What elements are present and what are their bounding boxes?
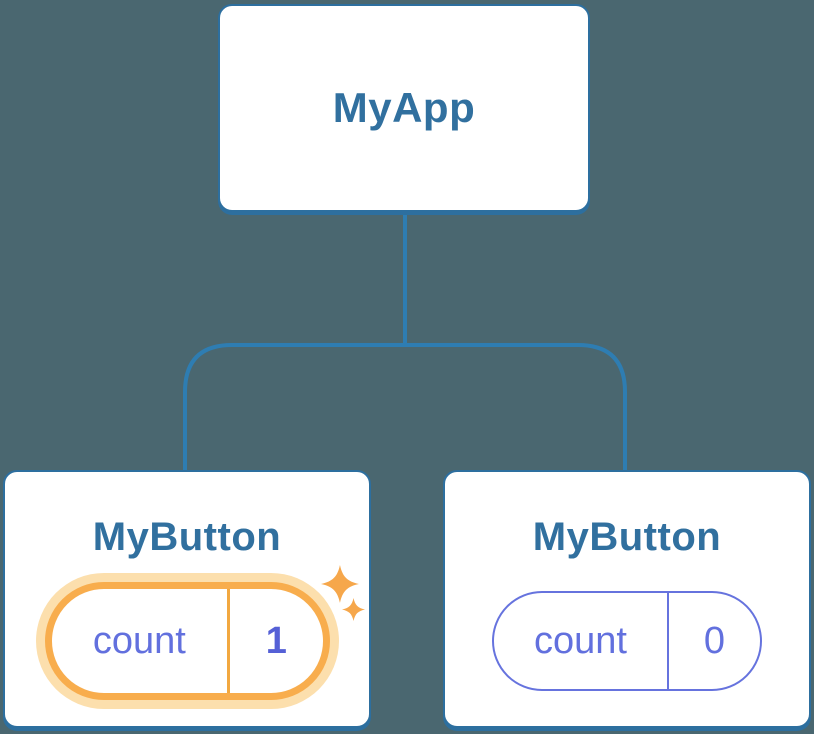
state-pill: count 0 [492, 591, 762, 691]
state-value: 0 [703, 619, 726, 662]
component-title: MyApp [332, 84, 476, 131]
component-card-mybutton-right: MyButton count 0 [443, 470, 811, 728]
component-title: MyButton [92, 515, 282, 559]
state-value: 1 [265, 619, 287, 662]
state-key: count [52, 589, 231, 693]
component-title: MyButton [532, 515, 722, 559]
component-card-mybutton-left: MyButton count 1 [3, 470, 371, 728]
sparkle-icon-large [321, 565, 359, 603]
component-card-myapp: MyApp [218, 4, 590, 212]
state-key: count [494, 593, 669, 689]
sparkle-icon-small [342, 598, 366, 622]
sparkles-icon [321, 565, 366, 622]
connector-branch [183, 343, 627, 472]
state-pill-highlighted: count 1 [44, 582, 330, 700]
